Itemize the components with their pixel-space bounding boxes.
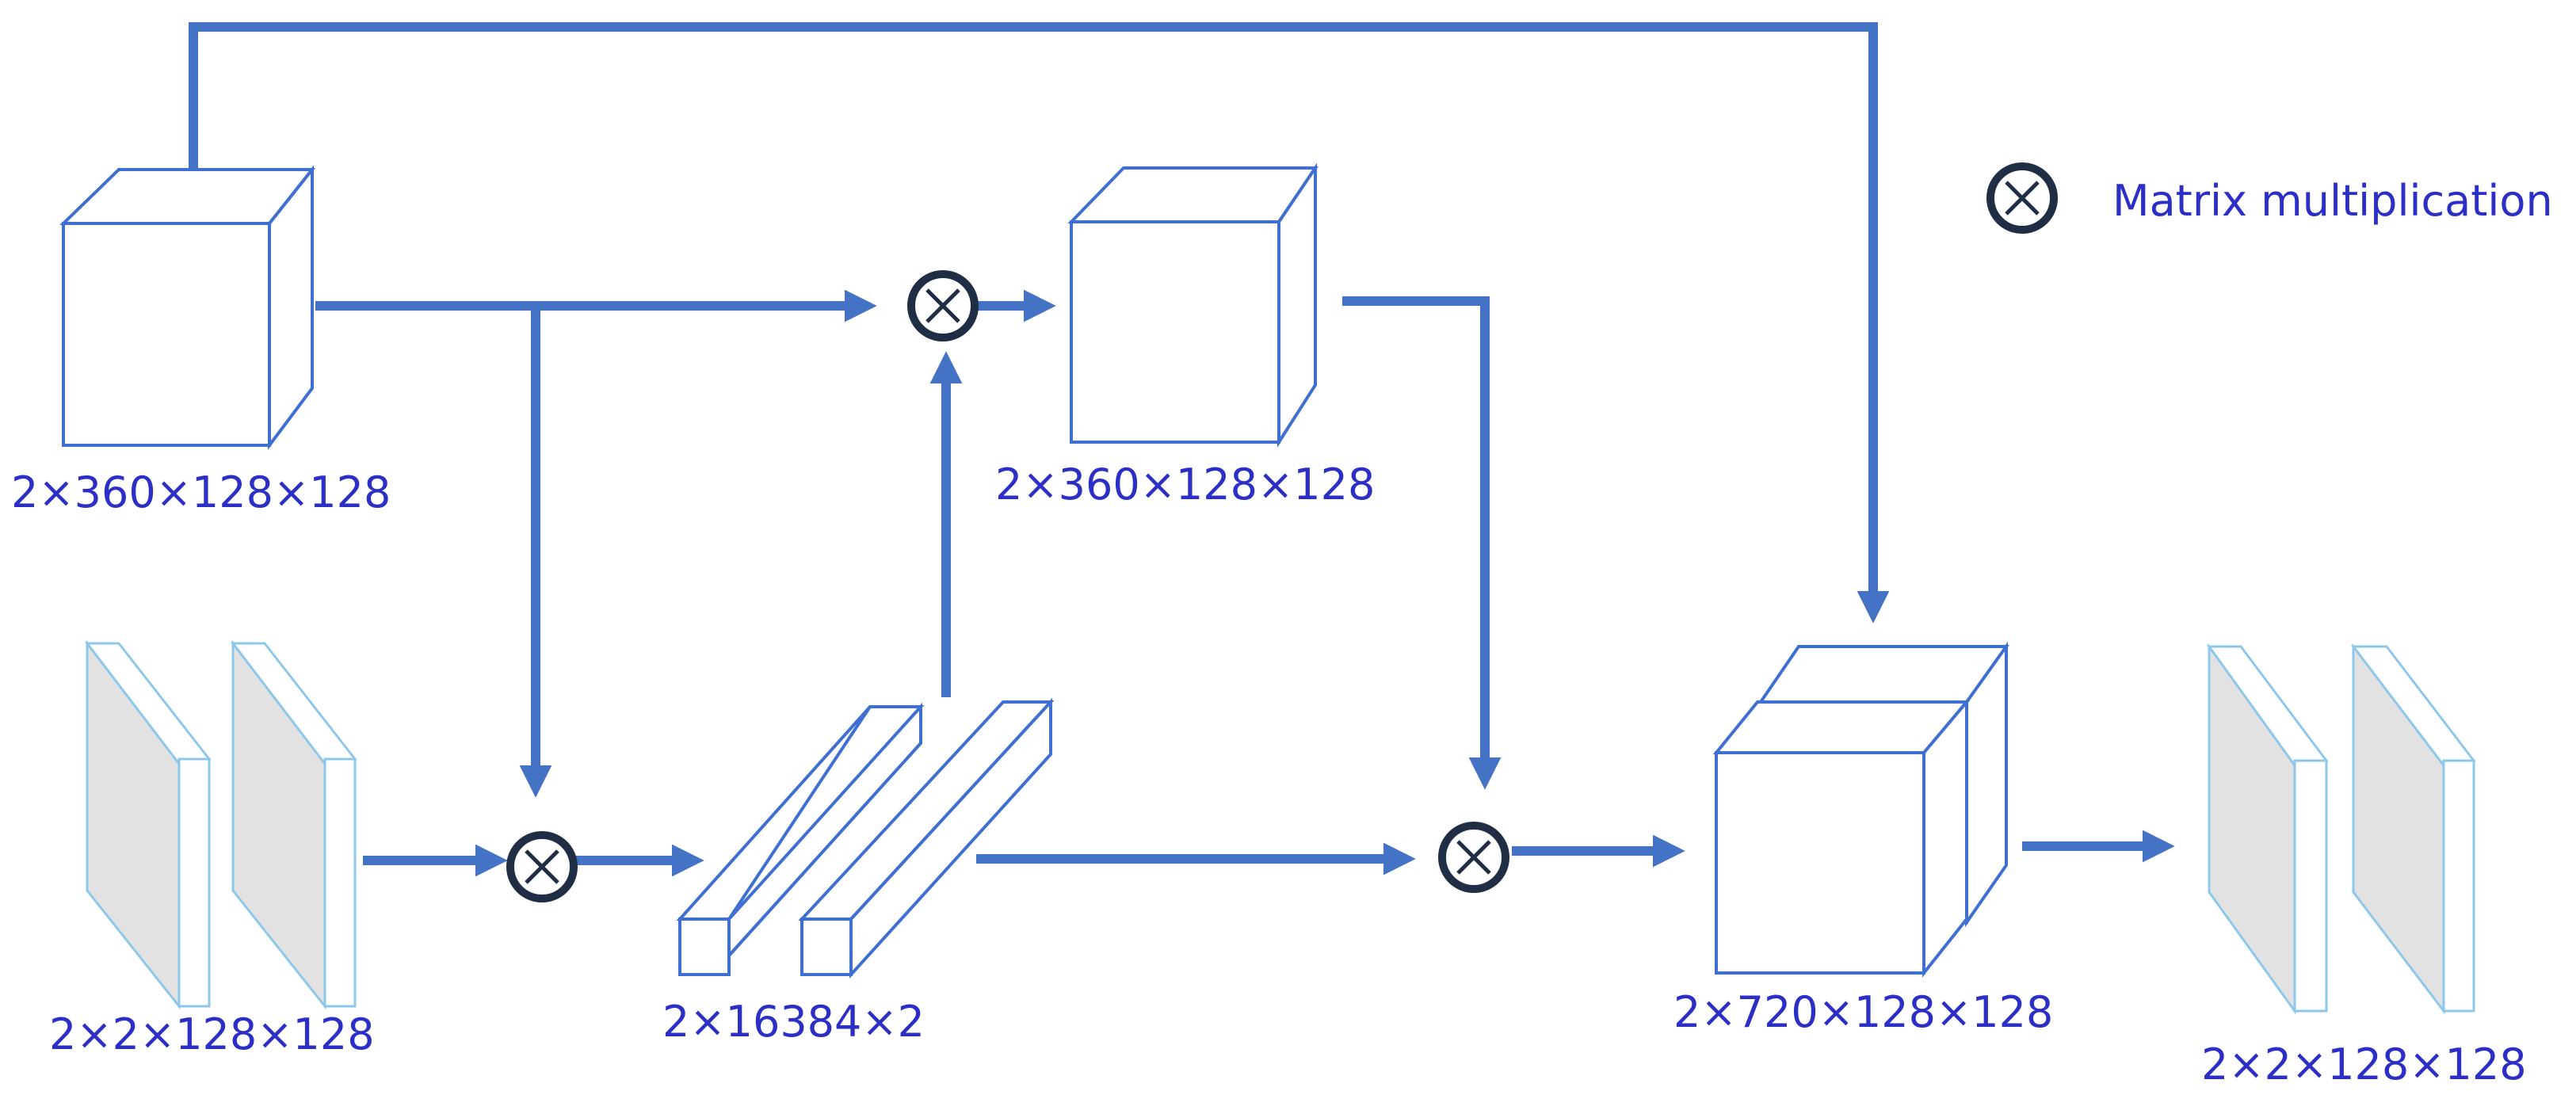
concat-feature-label: 2×720×128×128 [1673,987,2053,1037]
attended-to-multiply-arrow [1342,296,1502,790]
vector-bars [676,697,1055,979]
input-map-1 [84,639,212,1010]
multiply-op-final [1438,822,1509,893]
output-map-2 [2350,643,2476,1015]
output-map-1 [2207,643,2329,1015]
concat-feature-cube [1712,641,2009,978]
attended-feature-label: 2×360×128×128 [995,460,1375,509]
input-feature-cube [59,165,316,450]
output-maps-label: 2×2×128×128 [2201,1040,2527,1089]
multiply-op-top [907,270,979,341]
input-feature-label: 2×360×128×128 [11,467,391,517]
legend: Matrix multiplication [1986,162,2553,234]
connectors [189,22,2175,877]
input-maps [84,639,357,1010]
skip-connection-arrow [189,22,1890,624]
multiply-legend-icon [1986,162,2058,234]
attended-feature-cube [1067,162,1319,448]
output-maps [2207,643,2476,1015]
multiply-op-bottom [506,831,578,902]
input-maps-label: 2×2×128×128 [49,1009,375,1059]
labels: 2×360×128×128 2×360×128×128 2×2×128×128 … [11,460,2527,1089]
legend-text: Matrix multiplication [2112,176,2553,226]
input-map-2 [230,639,357,1010]
vectors-label: 2×16384×2 [662,997,925,1047]
